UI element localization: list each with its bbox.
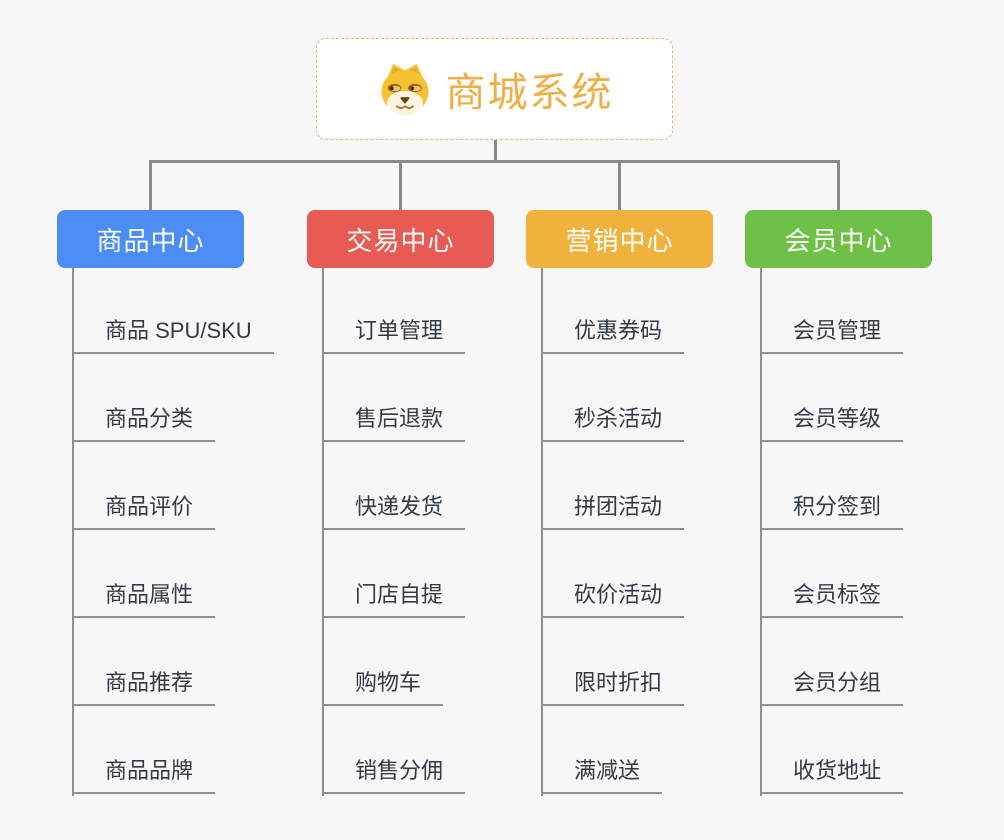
leaf-node[interactable]: 积分签到 <box>760 442 904 530</box>
connector-branch-stub <box>618 160 621 210</box>
leaf-node[interactable]: 商品评价 <box>72 442 216 530</box>
leaf-node[interactable]: 门店自提 <box>322 530 466 618</box>
leaf-node[interactable]: 商品品牌 <box>72 706 216 794</box>
leaf-node[interactable]: 会员管理 <box>760 268 904 354</box>
leaf-node[interactable]: 优惠券码 <box>541 268 685 354</box>
leaf-node[interactable]: 售后退款 <box>322 354 466 442</box>
leaf-column-marketing: 优惠券码 秒杀活动 拼团活动 砍价活动 限时折扣 满减送 <box>541 268 685 794</box>
root-node[interactable]: 商城系统 <box>316 38 673 140</box>
leaf-node[interactable]: 会员等级 <box>760 354 904 442</box>
leaf-node[interactable]: 拼团活动 <box>541 442 685 530</box>
connector-branch-stub <box>399 160 402 210</box>
branch-label: 会员中心 <box>784 225 893 256</box>
connector-branch-stub <box>837 160 840 210</box>
branch-trunk-line <box>72 268 74 796</box>
leaf-node[interactable]: 砍价活动 <box>541 530 685 618</box>
branch-trunk-line <box>322 268 324 796</box>
leaf-column-trade: 订单管理 售后退款 快递发货 门店自提 购物车 销售分佣 <box>322 268 466 794</box>
leaf-node[interactable]: 商品 SPU/SKU <box>72 268 274 354</box>
branch-label: 营销中心 <box>565 225 674 256</box>
branch-label: 商品中心 <box>96 225 205 256</box>
branch-label: 交易中心 <box>346 225 455 256</box>
leaf-node[interactable]: 快递发货 <box>322 442 466 530</box>
leaf-node[interactable]: 商品推荐 <box>72 618 216 706</box>
leaf-node[interactable]: 销售分佣 <box>322 706 466 794</box>
branch-node-marketing-center[interactable]: 营销中心 <box>526 210 713 268</box>
leaf-column-product: 商品 SPU/SKU 商品分类 商品评价 商品属性 商品推荐 商品品牌 <box>72 268 274 794</box>
branch-trunk-line <box>541 268 543 796</box>
leaf-node[interactable]: 购物车 <box>322 618 444 706</box>
leaf-node[interactable]: 订单管理 <box>322 268 466 354</box>
branch-node-product-center[interactable]: 商品中心 <box>57 210 244 268</box>
leaf-node[interactable]: 商品属性 <box>72 530 216 618</box>
leaf-column-member: 会员管理 会员等级 积分签到 会员标签 会员分组 收货地址 <box>760 268 904 794</box>
leaf-node[interactable]: 满减送 <box>541 706 663 794</box>
leaf-node[interactable]: 会员标签 <box>760 530 904 618</box>
connector-bus-line <box>149 160 840 163</box>
leaf-node[interactable]: 会员分组 <box>760 618 904 706</box>
connector-branch-stub <box>149 160 152 210</box>
root-title: 商城系统 <box>445 71 614 115</box>
leaf-node[interactable]: 收货地址 <box>760 706 904 794</box>
leaf-node[interactable]: 商品分类 <box>72 354 216 442</box>
branch-node-trade-center[interactable]: 交易中心 <box>307 210 494 268</box>
branch-node-member-center[interactable]: 会员中心 <box>745 210 932 268</box>
leaf-node[interactable]: 限时折扣 <box>541 618 685 706</box>
leaf-node[interactable]: 秒杀活动 <box>541 354 685 442</box>
connector-root-stub <box>494 140 497 163</box>
shiba-dog-icon <box>380 63 429 116</box>
branch-trunk-line <box>760 268 762 796</box>
